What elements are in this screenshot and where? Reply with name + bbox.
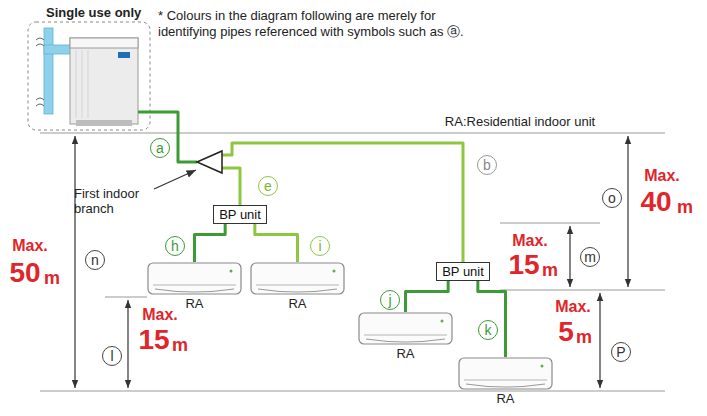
callout-letter: i [310,236,330,256]
refrigerant-pipe [255,224,298,263]
leader-line [154,170,196,189]
callout-letter: e [258,176,278,196]
indoor-unit-illustration [147,262,242,296]
title: Single use only [46,5,141,20]
callout-letter: a [150,138,170,158]
indoor-unit: RA [250,262,345,311]
callout-letter: b [477,155,497,175]
callout-letter: h [165,236,185,256]
limit-unit: m [172,335,188,356]
callout-letter: l [102,346,122,366]
limit-prefix: Max. [644,167,680,185]
note-text: * Colours in the diagram following are m… [158,8,478,40]
dimension-line [75,136,628,388]
legend-note: RA:Residential indoor unit [445,114,595,129]
callout-letter: o [602,188,622,208]
limit-value: 15 [138,324,169,356]
bp-unit-box: BP unit [213,205,267,224]
callout-letter: n [85,250,105,270]
limit-unit: m [576,327,592,348]
callout-letter: m [580,247,600,267]
refrigerant-pipe [478,281,506,358]
limit-unit: m [44,268,60,289]
limit-prefix: Max. [512,232,548,250]
callout-letter: j [380,290,400,310]
limit-value: 15 [508,249,539,281]
indoor-unit-illustration [458,357,553,391]
limit-prefix: Max. [12,237,48,255]
reference-line [40,133,665,391]
limit-value: 50 [9,257,40,289]
box-label: BP unit [442,264,484,279]
limit-unit: m [542,260,558,281]
callout-text: First indoor branch [74,186,154,216]
refrigerant-pipe [406,281,449,313]
refrigerant-pipe [195,224,226,263]
limit-value: 5 [558,316,574,348]
indoor-unit-illustration [358,312,453,346]
unit-caption: RA [250,296,345,311]
branch-joint [197,151,222,173]
callout-letter: P [611,342,631,362]
refrigerant-pipe [138,112,463,262]
box-label: BP unit [219,207,261,222]
limit-value: 40 [640,186,671,218]
bp-unit-box: BP unit [436,262,490,281]
indoor-unit: RA [147,262,242,311]
indoor-unit: RA [458,357,553,406]
limit-prefix: Max. [142,306,178,324]
limit-unit: m [677,197,693,218]
indoor-unit-illustration [250,262,345,296]
unit-caption: RA [458,391,553,406]
limit-prefix: Max. [555,298,591,316]
callout-letter: k [478,320,498,340]
indoor-unit: RA [358,312,453,361]
unit-caption: RA [358,346,453,361]
outdoor-unit [28,22,150,130]
